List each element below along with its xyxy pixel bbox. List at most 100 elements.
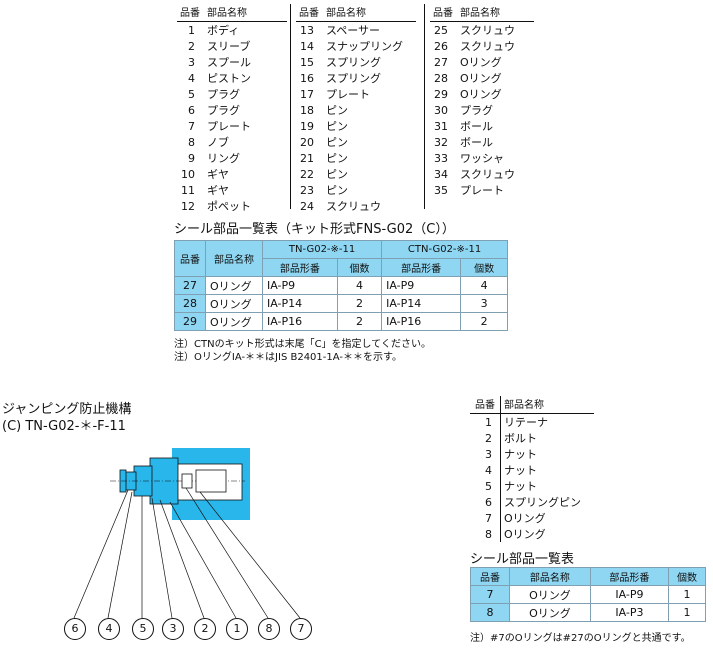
part-no: 2 [188, 39, 195, 53]
part-no: 23 [300, 183, 314, 197]
cell-no: 28 [174, 294, 206, 313]
part-name: ピン [326, 136, 348, 149]
part-no: 6 [188, 103, 195, 117]
part-name: ピストン [207, 72, 251, 85]
part-name: ナット [504, 464, 537, 477]
part-name: プラグ [460, 104, 493, 117]
part-no: 4 [188, 71, 195, 85]
part-name: リング [207, 152, 240, 165]
header-qty: 個数 [336, 258, 383, 277]
part-name: ピン [326, 104, 348, 117]
seal-kit-note-2: 注）OリングIA-＊＊はJIS B2401-1A-＊＊を示す。 [174, 352, 402, 363]
part-name: プラグ [207, 88, 240, 101]
part-no: 9 [188, 151, 195, 165]
part-no: 14 [300, 39, 314, 53]
part-name: Oリング [504, 528, 546, 541]
callout-circle: 2 [194, 618, 216, 640]
callout-circle: 7 [290, 618, 312, 640]
part-no: 22 [300, 167, 314, 181]
cell-model: IA-P16 [381, 312, 462, 331]
header-group-tn: TN-G02-※-11 [261, 240, 383, 259]
part-no: 34 [434, 167, 448, 181]
callout-circle: 8 [258, 618, 280, 640]
part-name: ノブ [207, 136, 229, 149]
part-name: スナップリング [326, 40, 403, 53]
part-name: ボディ [207, 24, 240, 37]
part-no: 33 [434, 151, 448, 165]
part-no: 11 [181, 183, 195, 197]
part-no: 25 [434, 23, 448, 37]
cell-qty: 4 [460, 276, 508, 295]
list-item: 4 ピストン [177, 70, 287, 86]
header-no: 品番 [296, 4, 326, 22]
spring-pin [195, 469, 227, 493]
cell-name: Oリング [205, 312, 263, 331]
cell-no: 8 [470, 603, 510, 622]
part-no: 4 [485, 463, 492, 477]
part-no: 13 [300, 23, 314, 37]
header-group-ctn: CTN-G02-※-11 [381, 240, 508, 259]
seal-kit-title: シール部品一覧表（キット形式FNS-G02（C）） [174, 222, 455, 237]
header-no: 品番 [174, 240, 206, 277]
part-name: リテーナ [504, 416, 548, 429]
callout-circle: 4 [98, 618, 120, 640]
part-name: ピン [326, 168, 348, 181]
column-divider [500, 396, 501, 542]
header-name: 部品名称 [326, 4, 416, 22]
header-no: 品番 [470, 567, 510, 586]
cell-no: 29 [174, 312, 206, 331]
part-name: プレート [326, 88, 370, 101]
list-item: 21 ピン [296, 150, 416, 166]
list-item: 4 ナット [470, 462, 594, 478]
part-no: 6 [485, 495, 492, 509]
part-name: ポペット [207, 200, 251, 213]
part-no: 8 [485, 527, 492, 541]
list-item: 11 ギヤ [177, 182, 287, 198]
part-no: 19 [300, 119, 314, 133]
part-name: Oリング [460, 56, 502, 69]
part-name: スクリュウ [460, 40, 515, 53]
part-no: 21 [300, 151, 314, 165]
part-no: 31 [434, 119, 448, 133]
seal-kit-table: 品番 部品名称 TN-G02-※-11 CTN-G02-※-11 部品形番 個数… [174, 240, 508, 331]
header-no: 品番 [177, 4, 207, 22]
part-name: ピン [326, 152, 348, 165]
part-name: ボール [460, 120, 493, 133]
part-no: 32 [434, 135, 448, 149]
cell-model: IA-P9 [262, 276, 338, 295]
part-name: ナット [504, 448, 537, 461]
part-name: スリーブ [207, 40, 251, 53]
part-name: ギヤ [207, 184, 229, 197]
cell-model: IA-P9 [381, 276, 462, 295]
callout-circle: 3 [162, 618, 184, 640]
part-name: スプリングピン [504, 496, 581, 509]
cell-qty: 2 [336, 294, 383, 313]
part-no: 5 [485, 479, 492, 493]
part-no: 10 [181, 167, 195, 181]
list-item: 31 ボール [430, 118, 534, 134]
